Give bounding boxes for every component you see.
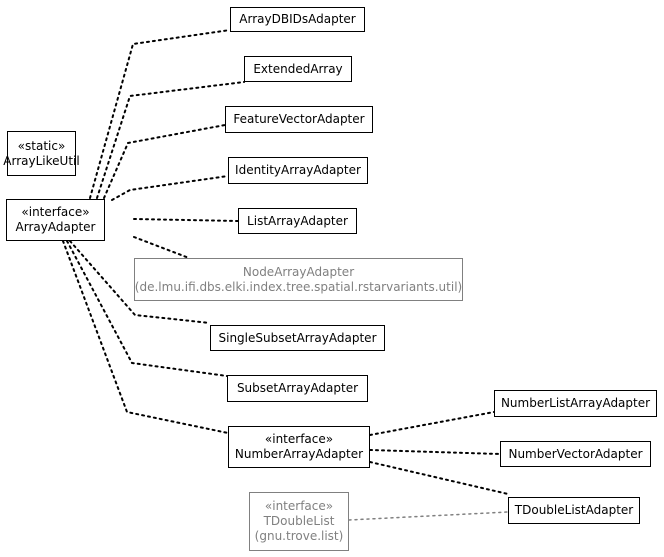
class-name-label: SubsetArrayAdapter	[236, 381, 359, 395]
class-featurevectoradapter[interactable]: FeatureVectorAdapter	[225, 106, 373, 133]
stereotype-label: «interface»	[264, 499, 334, 513]
class-numbervectoradapter[interactable]: NumberVectorAdapter	[500, 441, 651, 467]
interface-arrayadapter[interactable]: «interface» ArrayAdapter	[6, 199, 105, 241]
stereotype-label: «static»	[17, 138, 66, 153]
stereotype-label: «interface»	[21, 205, 90, 219]
interface-numberarrayadapter[interactable]: «interface» NumberArrayAdapter	[228, 426, 370, 468]
class-name-label: ArrayAdapter	[15, 220, 96, 234]
class-identityarrayadapter[interactable]: IdentityArrayAdapter	[228, 157, 368, 184]
class-name-label: ListArrayAdapter	[247, 213, 348, 228]
class-name-label: NodeArrayAdapter	[242, 264, 355, 279]
class-name-label: TDoubleList	[263, 514, 335, 528]
edge-arraydbidsadapter	[89, 29, 231, 199]
class-name-label: ExtendedArray	[253, 61, 343, 76]
class-extendedarray[interactable]: ExtendedArray	[244, 56, 352, 82]
class-numberlistarrayadapter[interactable]: NumberListArrayAdapter	[494, 390, 657, 417]
class-name-label: ArrayDBIDsAdapter	[239, 12, 356, 26]
edge-numbervectoradapter	[369, 449, 501, 455]
stereotype-label: «interface»	[264, 432, 334, 446]
edge-tdoublelist	[348, 511, 509, 521]
edge-nodearrayadapter	[133, 236, 190, 259]
edge-singlesubsetarrayadapter	[69, 240, 211, 324]
edge-extendedarray	[96, 81, 245, 199]
class-arraydbidsadapter[interactable]: ArrayDBIDsAdapter	[230, 7, 365, 32]
class-listarrayadapter[interactable]: ListArrayAdapter	[238, 208, 357, 234]
class-name-label: NumberArrayAdapter	[234, 447, 364, 461]
class-name-label: IdentityArrayAdapter	[235, 163, 361, 177]
package-label: (gnu.trove.list)	[254, 529, 344, 543]
class-name-label: TDoubleListAdapter	[514, 503, 634, 517]
interface-tdoublelist[interactable]: «interface» TDoubleList (gnu.trove.list)	[249, 492, 349, 551]
class-name-label: ArrayLikeUtil	[3, 153, 80, 168]
edge-featurevectoradapter	[103, 124, 226, 199]
edge-numberarrayadapter	[62, 240, 229, 434]
class-singlesubsetarrayadapter[interactable]: SingleSubsetArrayAdapter	[210, 325, 385, 351]
class-tdoublelistadapter[interactable]: TDoubleListAdapter	[508, 497, 640, 524]
class-name-label: FeatureVectorAdapter	[233, 112, 365, 126]
class-name-label: NumberListArrayAdapter	[500, 396, 651, 410]
class-nodearrayadapter[interactable]: NodeArrayAdapter (de.lmu.ifi.dbs.elki.in…	[134, 258, 463, 301]
class-arraylikeutil[interactable]: «static» ArrayLikeUtil	[3, 131, 80, 176]
class-name-label: NumberVectorAdapter	[508, 446, 643, 461]
edge-listarrayadapter	[133, 218, 239, 222]
package-label: (de.lmu.ifi.dbs.elki.index.tree.spatial.…	[134, 279, 463, 294]
edge-tdoublelistadapter	[369, 461, 509, 495]
class-name-label: SingleSubsetArrayAdapter	[218, 330, 377, 345]
edge-numberlistarrayadapter	[369, 411, 495, 436]
edge-identityarrayadapter	[111, 175, 229, 201]
class-subsetarrayadapter[interactable]: SubsetArrayAdapter	[227, 375, 368, 402]
edge-subsetarrayadapter	[66, 240, 228, 377]
